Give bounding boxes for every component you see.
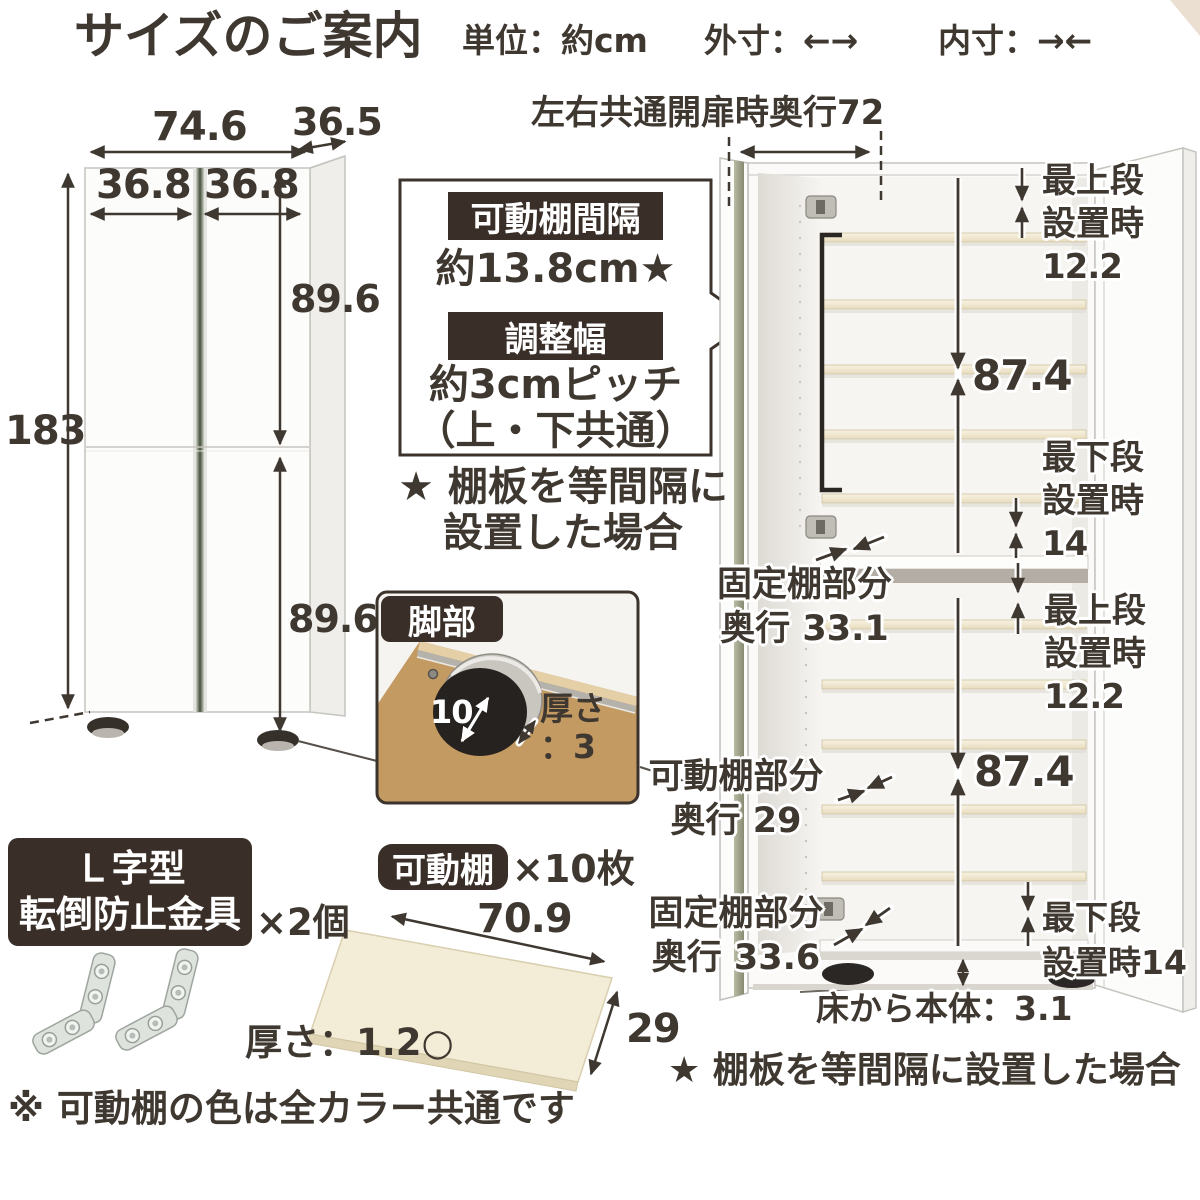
movable-shelf-depth-label: 可動棚部分 奥行 29 bbox=[648, 757, 824, 841]
inner-dim-legend: 内寸：→← bbox=[938, 21, 1093, 60]
shelf-color-note: ※ 可動棚の色は全カラー共通です bbox=[8, 1087, 575, 1130]
l-brackets-image bbox=[32, 948, 199, 1055]
unit-note: 単位：約cm bbox=[462, 21, 648, 60]
anti-tip-bracket-label-line2: 転倒防止金具 bbox=[19, 893, 241, 936]
page-title: サイズのご案内 bbox=[74, 7, 423, 65]
adjust-width-value: 約3cmピッチ bbox=[428, 362, 683, 408]
open-view-star-note: ★ 棚板を等間隔に設置した場合 bbox=[668, 1050, 1181, 1091]
open-view-drawing bbox=[719, 131, 1197, 1014]
upper-fixed-shelf-label: 固定棚部分 奥行 33.1 bbox=[716, 565, 892, 649]
adjust-width-label: 調整幅 bbox=[448, 312, 663, 360]
leg-photo bbox=[375, 590, 640, 805]
anti-tip-bracket-label: Ｌ字型 転倒防止金具 bbox=[8, 838, 252, 946]
upper-bottom-gap-label: 最下段 設置時 14 bbox=[1042, 438, 1144, 565]
lower-fixed-shelf-label: 固定棚部分 奥行 33.6 bbox=[648, 894, 824, 978]
lower-top-gap-label: 最上段 設置時 12.2 bbox=[1044, 591, 1146, 718]
upper-span-value: 87.4 bbox=[972, 351, 1073, 400]
shelf-gap-label: 可動棚間隔 bbox=[448, 192, 663, 240]
shelf-depth-value: 29 bbox=[626, 1006, 681, 1052]
open-depth-label: 左右共通開扉時奥行72 bbox=[531, 93, 885, 133]
leg-thickness-line1: 厚さ bbox=[540, 689, 606, 728]
shelf-width-value: 70.9 bbox=[477, 896, 573, 942]
door-left-width-value: 36.8 bbox=[96, 162, 192, 208]
front-view-drawing bbox=[29, 154, 701, 787]
door-right-width-value: 36.8 bbox=[204, 162, 300, 208]
adjust-width-value2: （上・下共通） bbox=[415, 408, 696, 454]
upper-top-gap-label: 最上段 設置時 12.2 bbox=[1042, 161, 1144, 288]
lower-span-value: 87.4 bbox=[974, 747, 1075, 796]
front-depth-value: 36.5 bbox=[292, 100, 383, 144]
leg-thickness-line2: ：3 bbox=[540, 726, 596, 766]
front-width-value: 74.6 bbox=[152, 104, 248, 150]
movable-shelf-label: 可動棚 bbox=[378, 844, 508, 891]
lower-height-value: 89.6 bbox=[288, 597, 379, 641]
leg-label: 脚部 bbox=[381, 596, 503, 643]
front-view-dimension-arrows bbox=[61, 137, 347, 733]
anti-tip-bracket-label-line1: Ｌ字型 bbox=[74, 846, 186, 890]
lower-bottom-gap-label: 最下段 設置時14 bbox=[1042, 898, 1187, 982]
open-view-dimension-arrows bbox=[812, 168, 1036, 987]
corner-fold bbox=[1170, 0, 1200, 36]
shelf-thickness-value: 厚さ：1.2○ bbox=[245, 1021, 454, 1064]
floor-gap-label: 床から本体：3.1 bbox=[816, 989, 1073, 1028]
anti-tip-bracket-count: ×2個 bbox=[256, 901, 350, 944]
leg-thickness-label: 厚さ ：3 bbox=[540, 690, 606, 766]
outer-dim-legend: 外寸：←→ bbox=[704, 21, 859, 60]
star-note-line2: 設置した場合 bbox=[443, 510, 683, 556]
leg-diameter-value: 10 bbox=[430, 693, 474, 731]
upper-height-value: 89.6 bbox=[290, 277, 381, 321]
total-height-value: 183 bbox=[5, 408, 86, 454]
shelf-board-image bbox=[307, 912, 620, 1092]
shelf-gap-value: 約13.8cm★ bbox=[435, 246, 676, 292]
movable-shelf-count: ×10枚 bbox=[512, 847, 635, 891]
star-note-line1: ★ 棚板を等間隔に bbox=[398, 464, 728, 510]
